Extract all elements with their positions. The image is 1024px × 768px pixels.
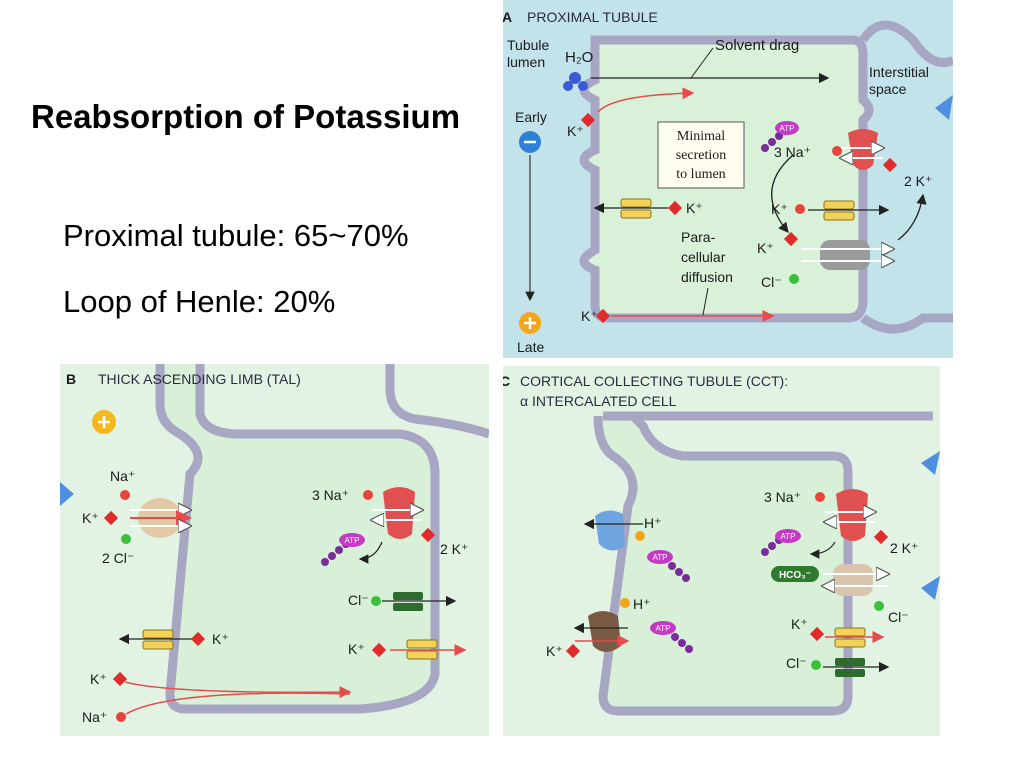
solvent-drag-label: Solvent drag — [715, 37, 799, 54]
k2-label-c: 2 K⁺ — [890, 540, 918, 556]
blood-arrow-icon-2 — [921, 576, 940, 600]
na3-label-c: 3 Na⁺ — [764, 489, 801, 505]
k-label-early: K⁺ — [567, 123, 584, 139]
panel-proximal-tubule: A PROXIMAL TUBULE Tubule lumen H₂O Solve… — [503, 0, 953, 358]
anion-exchanger — [833, 564, 873, 596]
panel-cortical-collecting-tubule: C CORTICAL COLLECTING TUBULE (CCT): α IN… — [503, 366, 940, 736]
atp-label-b: ATP — [345, 536, 360, 545]
cl-channel-c — [835, 669, 865, 677]
atp-icon-c3 — [761, 529, 801, 556]
minimal-secretion-1: Minimal — [677, 129, 725, 144]
na-label-para-b: Na⁺ — [82, 709, 107, 725]
slide-title: Reabsorption of Potassium — [31, 98, 461, 135]
k-label-c1: K⁺ — [546, 643, 563, 659]
hco3-badge — [771, 566, 819, 582]
panel-c-letter: C — [503, 373, 510, 389]
k-label-baso-b: K⁺ — [348, 641, 365, 657]
k-ion-apical — [667, 200, 683, 216]
panel-b-letter: B — [66, 371, 76, 387]
cl-label-c2: Cl⁻ — [786, 655, 807, 671]
k-label-para: K⁺ — [581, 308, 598, 324]
lumen-arrow-icon — [60, 482, 74, 506]
tubule-lumen-label-1: Tubule — [507, 37, 550, 53]
cl2-label-b: 2 Cl⁻ — [102, 550, 134, 566]
water-molecule-icon — [563, 72, 588, 91]
atp-icon — [761, 121, 799, 152]
h-label-1: H⁺ — [644, 515, 662, 531]
basolateral-k-channel — [823, 211, 855, 221]
hco3-label: HCO₃⁻ — [779, 570, 811, 581]
blood-arrow-icon-1 — [921, 451, 940, 475]
k-label-baso2: K⁺ — [757, 240, 774, 256]
tubule-lumen-label-2: lumen — [507, 54, 545, 70]
h-atpase — [595, 510, 625, 551]
panel-c-heading-1: CORTICAL COLLECTING TUBULE (CCT): — [520, 373, 788, 389]
cl-label-a: Cl⁻ — [761, 274, 782, 290]
atp-icon-c1 — [647, 550, 690, 582]
k-label-baso1: K⁺ — [771, 201, 788, 217]
k2-label-a: 2 K⁺ — [904, 173, 932, 189]
para-label-2: cellular — [681, 249, 726, 265]
panel-c-heading-2: α INTERCALATED CELL — [520, 393, 677, 409]
atp-icon-c2 — [650, 621, 693, 653]
apical-k-channel — [620, 209, 652, 219]
late-label: Late — [517, 339, 544, 355]
bullet-proximal-tubule: Proximal tubule: 65~70% — [63, 218, 409, 253]
minimal-secretion-box — [657, 121, 745, 189]
na3-label-a: 3 Na⁺ — [774, 144, 811, 160]
k-ion-early — [580, 112, 596, 128]
k-label-c2: K⁺ — [791, 616, 808, 632]
k-ion-para — [595, 308, 611, 324]
cl-channel-b — [393, 603, 423, 611]
panel-a-heading: PROXIMAL TUBULE — [527, 9, 658, 25]
atp-label-c2: ATP — [656, 624, 671, 633]
k-label-romk: K⁺ — [212, 631, 229, 647]
kcl-cotransporter-a — [820, 240, 870, 270]
atp-label-a: ATP — [780, 124, 795, 133]
para-label-3: diffusion — [681, 269, 733, 285]
h2o-label: H₂O — [565, 49, 593, 66]
k2-label-b: 2 K⁺ — [440, 541, 468, 557]
na-k-pump-a — [848, 129, 878, 170]
k-label-b: K⁺ — [82, 510, 99, 526]
basolateral-k-channel-c — [834, 638, 866, 648]
cl-label-c1: Cl⁻ — [888, 609, 909, 625]
na-k-pump-b — [383, 487, 415, 539]
panel-b-heading: THICK ASCENDING LIMB (TAL) — [98, 371, 301, 387]
h-label-2: H⁺ — [633, 596, 651, 612]
k-label-apical: K⁺ — [686, 200, 703, 216]
early-label: Early — [515, 109, 547, 125]
panel-thick-ascending-limb: B THICK ASCENDING LIMB (TAL) Na⁺ K⁺ 2 Cl… — [60, 364, 489, 736]
cl-label-b: Cl⁻ — [348, 592, 369, 608]
na-k-pump-c — [836, 489, 868, 541]
para-label-1: Para- — [681, 229, 716, 245]
k-label-para-b: K⁺ — [90, 671, 107, 687]
atp-label-c1: ATP — [653, 553, 668, 562]
basolateral-k-channel-b — [406, 650, 438, 660]
bullet-loop-of-henle: Loop of Henle: 20% — [63, 284, 336, 319]
atp-icon-b — [321, 533, 365, 566]
interstitial-label-1: Interstitial — [869, 64, 929, 80]
minimal-secretion-2: secretion — [676, 148, 727, 163]
romk-channel — [142, 640, 174, 650]
panel-a-letter: A — [503, 9, 512, 25]
minimal-secretion-3: to lumen — [676, 167, 725, 182]
atp-label-c3: ATP — [781, 532, 796, 541]
na3-label-b: 3 Na⁺ — [312, 487, 349, 503]
na-label-b: Na⁺ — [110, 468, 135, 484]
interstitial-label-2: space — [869, 81, 907, 97]
interstitial-arrow-icon — [935, 95, 953, 120]
